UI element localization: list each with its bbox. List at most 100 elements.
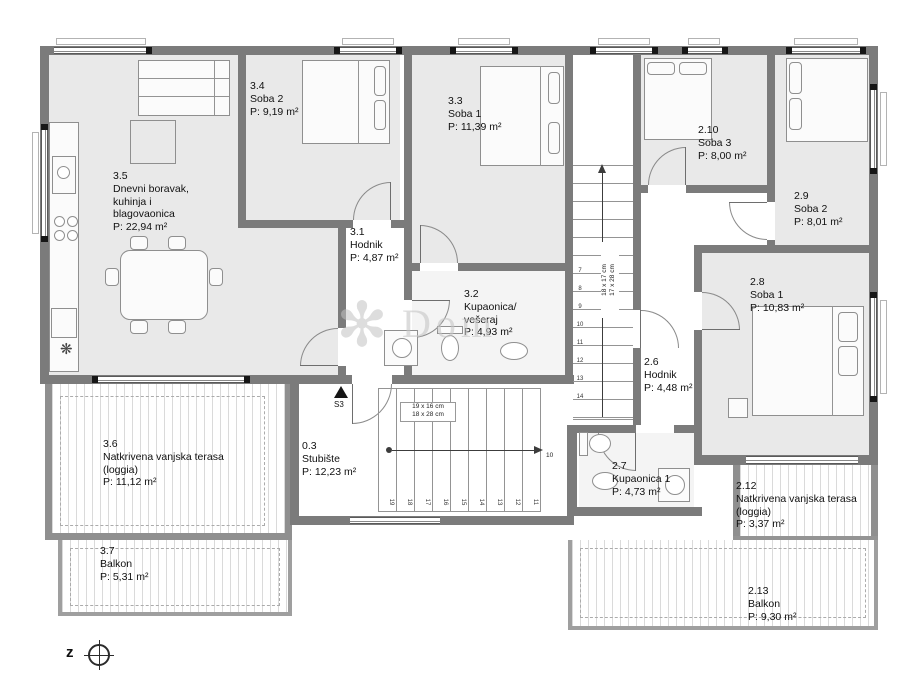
pillow: [548, 72, 560, 104]
door-opening: [338, 328, 346, 366]
dining-table: [120, 250, 208, 320]
door-leaf: [685, 147, 686, 185]
room-label-2-6: 2.6 Hodnik P: 4,48 m²: [644, 356, 692, 394]
toilet-bowl: [589, 434, 611, 453]
room-area: P: 12,23 m²: [302, 465, 357, 478]
wall: [338, 228, 346, 375]
stair-tread-number: 14: [478, 498, 484, 506]
room-area: P: 8,01 m²: [794, 215, 843, 228]
column-marker: [512, 47, 518, 54]
room-label-3-1: 3.1 Hodnik P: 4,87 m²: [350, 226, 398, 264]
stair-tread-number: 13: [496, 498, 502, 506]
kitchen-sink: [52, 156, 76, 194]
pillow: [838, 312, 858, 342]
terrace-3-6: [45, 384, 292, 540]
room-id: 0.3: [302, 440, 317, 452]
door-swing-arc: [729, 202, 767, 240]
shutter-box: [880, 300, 887, 394]
window: [456, 47, 512, 54]
wall: [633, 55, 641, 425]
room-area: P: 5,31 m²: [100, 570, 149, 583]
room-area: P: 11,39 m²: [448, 120, 502, 133]
room-label-0-3: 0.3 Stubište P: 12,23 m²: [302, 440, 356, 478]
washing-machine-drum: [665, 475, 685, 495]
balcony-3-7: [58, 540, 292, 616]
room-name: Kupaonica 1: [612, 472, 671, 485]
room-area: P: 4,87 m²: [350, 251, 399, 264]
roof-overhang-dashed: [580, 548, 866, 618]
column-marker: [146, 47, 152, 54]
wall: [567, 507, 702, 516]
room-id: 2.10: [698, 124, 719, 136]
stair-tread-number: 14: [576, 394, 584, 400]
room-area: P: 22,94 m²: [113, 221, 168, 234]
balcony-2-13: [568, 540, 878, 630]
kitchen-sink-basin: [57, 166, 70, 179]
door-opening: [404, 300, 412, 338]
door-opening: [694, 292, 702, 330]
room-name: Balkon: [748, 597, 781, 610]
room-id: 3.3: [448, 95, 463, 107]
toilet-tank: [579, 432, 588, 456]
room-name: Dnevni boravak, kuhinja i blagovaonica: [113, 182, 189, 221]
stove-burner: [54, 216, 65, 227]
sofa-cushion-line: [139, 78, 229, 79]
stair-tread-number: 11: [532, 498, 538, 506]
stair-tread-number: 13: [576, 376, 584, 382]
shutter-box: [794, 38, 858, 45]
window: [41, 130, 48, 236]
blanket-line: [832, 306, 833, 416]
room-area: P: 4,48 m²: [644, 381, 693, 394]
stair-tread-number: 7: [578, 268, 582, 274]
wall: [238, 220, 412, 228]
terrace-2-12: [733, 462, 878, 540]
chair: [209, 268, 223, 286]
room-name: Stubište: [302, 452, 340, 465]
door-leaf: [412, 300, 450, 301]
stair-dim-note-lower: 19 x 16 cm 18 x 28 cm: [400, 402, 456, 422]
room-label-3-4: 3.4 Soba 2 P: 9,19 m²: [250, 80, 298, 118]
room-name: Balkon: [100, 557, 133, 570]
room-label-2-8: 2.8 Soba 1 P: 10,83 m²: [750, 276, 804, 314]
blanket-line: [540, 66, 541, 166]
room-label-3-3: 3.3 Soba 1 P: 11,39 m²: [448, 95, 502, 133]
nightstand: [728, 398, 748, 418]
door-leaf: [635, 433, 636, 471]
column-marker: [334, 47, 340, 54]
shutter-box: [342, 38, 394, 45]
stair-tread-number: 10: [576, 322, 584, 328]
wall: [404, 263, 569, 271]
window: [340, 47, 396, 54]
column-marker: [870, 396, 877, 402]
sofa: [138, 60, 230, 116]
roof-overhang-dashed: [60, 396, 265, 526]
kitchen-counter: [49, 122, 79, 372]
room-name: Hodnik: [350, 238, 383, 251]
room-label-2-13: 2.13 Balkon P: 9,30 m²: [748, 585, 796, 623]
room-label-2-10: 2.10 Soba 3 P: 8,00 m²: [698, 124, 746, 162]
room-label-2-9: 2.9 Soba 2 P: 8,01 m²: [794, 190, 842, 228]
washing-machine-drum: [392, 338, 412, 358]
toilet-tank: [437, 326, 463, 334]
room-name: Natkrivena vanjska terasa (loggia): [103, 450, 224, 476]
shutter-box: [688, 38, 720, 45]
sink: [592, 472, 618, 490]
column-marker: [870, 168, 877, 174]
column-marker: [396, 47, 402, 54]
room-id: 3.2: [464, 288, 479, 300]
compass-west-label: z: [66, 644, 74, 661]
chair: [130, 320, 148, 334]
column-marker: [590, 47, 596, 54]
stove-burner: [67, 230, 78, 241]
door-leaf: [390, 182, 391, 220]
room-area: P: 9,19 m²: [250, 105, 299, 118]
door-opening: [648, 185, 686, 193]
shutter-box: [880, 92, 887, 166]
chair: [105, 268, 119, 286]
column-marker: [450, 47, 456, 54]
wall: [694, 245, 878, 253]
wall: [290, 384, 299, 525]
watermark-text: Dom: [402, 301, 497, 346]
column-marker: [870, 84, 877, 90]
